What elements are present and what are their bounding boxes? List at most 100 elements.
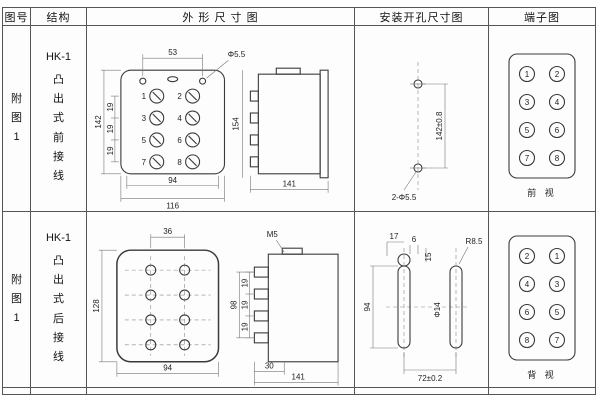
row2-model: HK-1: [45, 231, 72, 244]
terminal-back-view-drawing: 2 1 4 3 6 5 8 7 背 视: [508, 234, 576, 380]
footer-strip-3: [87, 388, 355, 394]
relay-rear-side-outline: [253, 247, 339, 362]
dim-128: 128: [92, 298, 101, 312]
dim-30: 30: [265, 361, 274, 370]
header-fig-no: 图号: [3, 8, 31, 26]
term-2: 2: [525, 252, 530, 261]
mounting-slots: [396, 252, 463, 349]
terminal-front-view-drawing: 1 2 3 4 5 6 7 8 前 视: [508, 52, 576, 198]
relay-side-outline: [249, 67, 329, 178]
terminal-body: [508, 234, 576, 361]
term-5: 5: [525, 126, 530, 135]
install-rear-dimension-lines: [369, 241, 468, 374]
front-view-label: 前 视: [527, 187, 557, 198]
term-3: 3: [525, 98, 530, 107]
row2-terminal-drawing: 2 1 4 3 6 5 8 7 背 视: [489, 212, 595, 388]
side-dimension-lines: [242, 69, 329, 193]
header-terminal: 端子图: [489, 8, 595, 26]
terminal-no-4: 4: [177, 113, 182, 122]
row1-fig-no-text: 附图1: [11, 92, 22, 144]
row2-fig-no: 附图1: [3, 212, 31, 388]
term-4: 4: [525, 280, 530, 289]
install-holes-front-drawing: 142±0.8 2-Φ5.5: [391, 61, 448, 202]
dim-19b: 19: [106, 123, 115, 132]
row1-terminal-drawing: 1 2 3 4 5 6 7 8 前 视: [489, 26, 595, 212]
row2-fig-no-text: 附图1: [11, 273, 22, 325]
dim-phi14: Φ14: [433, 301, 442, 317]
terminal-no-3: 3: [142, 113, 147, 122]
header-install-dims-label: 安装开孔尺寸图: [379, 11, 464, 24]
dim-2-phi55: 2-Φ5.5: [391, 193, 416, 202]
row1-outline-drawing: 53 Φ5.5 142 19 19 19 94 116 154 141 1 2 …: [87, 26, 355, 212]
relay-front-outline: [120, 69, 226, 174]
dim-36: 36: [163, 227, 172, 236]
term-6: 6: [555, 126, 560, 135]
term-6: 6: [525, 308, 530, 317]
dim-94: 94: [168, 175, 177, 184]
term-1: 1: [555, 252, 560, 261]
rear-centerlines: [124, 255, 211, 356]
install-dimension-lines: [403, 83, 448, 190]
spec-table: 图号 结构 外 形 尺 寸 图 安装开孔尺寸图 端子图 附图1 HK-1 凸出式…: [2, 7, 596, 395]
header-terminal-label: 端子图: [524, 11, 560, 24]
row2-structure: HK-1 凸出式后接线: [31, 212, 87, 388]
terminal-circles: [518, 65, 566, 166]
row1-fig-no: 附图1: [3, 26, 31, 212]
rear-terminal-holes: [145, 264, 191, 350]
dim-154: 154: [231, 116, 240, 130]
term-1: 1: [525, 70, 530, 79]
terminal-no-6: 6: [177, 135, 182, 144]
dim-17: 17: [389, 232, 398, 241]
term-2: 2: [555, 70, 560, 79]
dim-142: 142: [94, 114, 103, 128]
install-centerlines: [385, 247, 470, 360]
row1-install-drawing: 142±0.8 2-Φ5.5: [355, 26, 489, 212]
terminal-no-2: 2: [177, 92, 182, 101]
dim-116: 116: [166, 201, 179, 210]
terminal-no-7: 7: [142, 157, 147, 166]
header-install-dims: 安装开孔尺寸图: [355, 8, 489, 26]
dim-15: 15: [424, 252, 433, 261]
row2-structure-text: 凸出式后接线: [53, 254, 64, 363]
dim-r85: R8.5: [465, 237, 482, 246]
header-structure: 结构: [31, 8, 87, 26]
row1-structure: HK-1 凸出式前接线: [31, 26, 87, 212]
dim-141: 141: [283, 179, 297, 188]
footer-strip-4: [355, 388, 489, 394]
term-3: 3: [555, 280, 560, 289]
dim-98: 98: [229, 299, 238, 308]
outline-front-wiring-drawing: 53 Φ5.5 142 19 19 19 94 116 154 141 1 2 …: [94, 48, 329, 210]
dim-141: 141: [292, 372, 306, 381]
dim-53: 53: [168, 48, 177, 57]
terminal-no-8: 8: [177, 157, 182, 166]
dim-19b: 19: [240, 299, 249, 308]
terminal-circles: [518, 247, 566, 348]
rear-dimension-lines: [98, 233, 219, 377]
term-7: 7: [555, 336, 560, 345]
term-5: 5: [555, 308, 560, 317]
footer-strip-2: [31, 388, 87, 394]
row2-outline-drawing: 36 128 94 M5 98 19 19 19 30 141: [87, 212, 355, 388]
dim-19a: 19: [240, 278, 249, 287]
dim-94: 94: [363, 302, 372, 311]
header-fig-no-label: 图号: [4, 11, 29, 24]
row1-model: HK-1: [45, 50, 72, 63]
install-holes-rear-drawing: 17 6 15 94 Φ14 R8.5 72±0.2: [363, 232, 483, 383]
terminal-no-1: 1: [142, 92, 147, 101]
dim-6: 6: [411, 235, 416, 244]
term-7: 7: [525, 154, 530, 163]
terminal-body: [508, 52, 576, 179]
dim-19c: 19: [106, 145, 115, 154]
dim-142-08: 142±0.8: [435, 111, 444, 140]
row1-structure-text: 凸出式前接线: [53, 73, 64, 182]
dim-phi55: Φ5.5: [228, 50, 246, 59]
term-4: 4: [555, 98, 560, 107]
dim-72-02: 72±0.2: [417, 374, 442, 383]
header-outline-dims: 外 形 尺 寸 图: [87, 8, 355, 26]
relay-rear-outline: [116, 248, 220, 363]
rear-side-dimension-lines: [236, 239, 339, 386]
footer-strip-5: [489, 388, 595, 394]
header-outline-dims-label: 外 形 尺 寸 图: [182, 11, 259, 24]
term-8: 8: [555, 154, 560, 163]
